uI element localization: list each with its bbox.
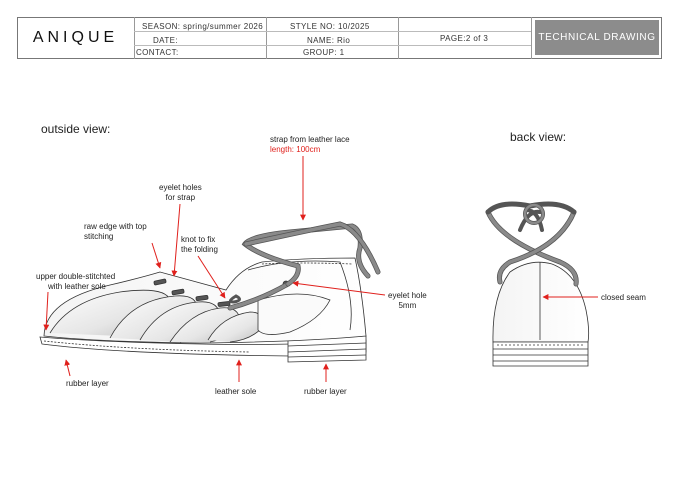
- shoe-outside-view: [39, 257, 367, 363]
- date-field: DATE:: [153, 36, 178, 45]
- leather-lace-strap: [227, 221, 381, 311]
- callout-closed-seam: closed seam: [601, 293, 646, 302]
- callout-upper-line1: upper double-stitchted: [36, 272, 116, 281]
- callout-eyelet-hole: eyelet hole 5mm: [388, 291, 427, 311]
- outside-view-title: outside view:: [41, 122, 111, 136]
- callout-eyelet-holes: eyelet holes for strap: [159, 183, 202, 203]
- callout-upper-line2: with leather sole: [48, 282, 106, 291]
- callout-strap-text: strap from leather lace: [270, 135, 350, 144]
- brand-logo: ANIQUE: [32, 29, 119, 46]
- title-block: [17, 17, 662, 59]
- group-field: GROUP: 1: [303, 48, 345, 57]
- title-block-divider: [134, 17, 135, 59]
- callout-strap: strap from leather lace length: 100cm: [270, 135, 350, 155]
- style-no-field: STYLE NO: 10/2025: [290, 22, 370, 31]
- page-number: PAGE:2 of 3: [440, 34, 489, 43]
- callout-knot: knot to fix the folding: [181, 235, 218, 255]
- callout-arrows: [43, 156, 598, 382]
- callout-rubber-left: rubber layer: [66, 379, 109, 388]
- title-block-row-line: [134, 45, 531, 46]
- callout-rubber-right: rubber layer: [304, 387, 347, 396]
- shoe-back-view: [492, 261, 590, 367]
- callout-eyelet-holes-line1: eyelet holes: [159, 183, 202, 192]
- callout-upper: upper double-stitchted with leather sole: [36, 272, 115, 292]
- callout-strap-length: length: 100cm: [270, 145, 321, 154]
- back-view-lace: [485, 201, 579, 287]
- arrow-eyelet-holes: [171, 203, 181, 277]
- title-block-row-line: [134, 31, 531, 32]
- callout-eyelet-hole-line1: eyelet hole: [388, 291, 427, 300]
- arrow-rubber-left: [64, 359, 71, 377]
- callout-raw-edge: raw edge with top stitching: [84, 222, 147, 242]
- arrow-raw-edge: [151, 242, 162, 269]
- document-type-label: TECHNICAL DRAWING: [535, 20, 659, 55]
- callout-knot-line1: knot to fix: [181, 235, 216, 244]
- contact-field: CONTACT:: [136, 48, 179, 57]
- callout-eyelet-holes-line2: for strap: [165, 193, 196, 202]
- arrow-upper-stitching: [43, 291, 50, 331]
- title-block-divider: [398, 17, 399, 59]
- title-block-divider: [266, 17, 267, 59]
- season-field: SEASON: spring/summer 2026: [142, 22, 264, 31]
- back-view-title: back view:: [510, 130, 567, 144]
- arrow-knot: [197, 255, 226, 299]
- callout-raw-edge-line2: stitching: [84, 232, 114, 241]
- callout-raw-edge-line1: raw edge with top: [84, 222, 147, 231]
- callout-knot-line2: the folding: [181, 245, 218, 254]
- callout-leather-sole: leather sole: [215, 387, 257, 396]
- arrow-eyelet-hole: [292, 280, 386, 296]
- name-field: NAME: Rio: [307, 36, 351, 45]
- title-block-divider: [531, 17, 532, 59]
- callout-eyelet-hole-line2: 5mm: [398, 301, 417, 310]
